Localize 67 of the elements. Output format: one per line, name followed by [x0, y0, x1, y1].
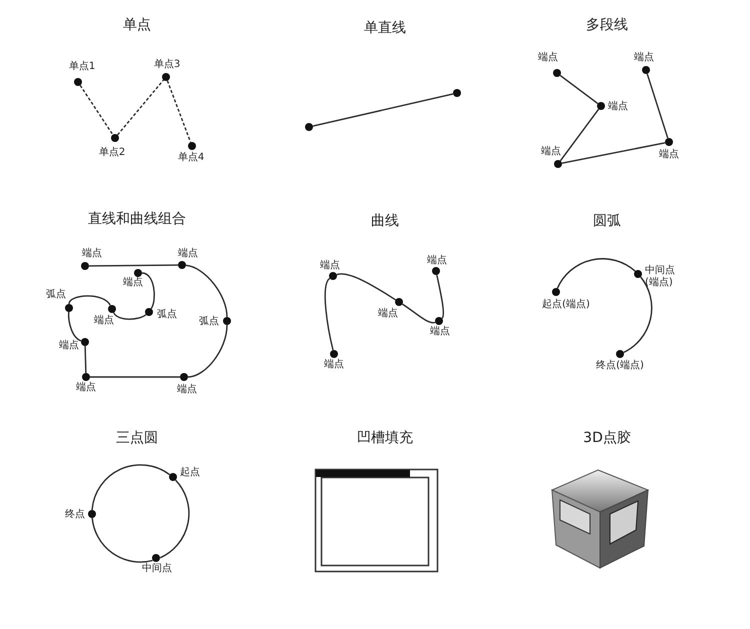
point-label: 终点 — [65, 509, 85, 521]
path-line — [556, 258, 636, 289]
path-line — [560, 108, 600, 162]
path-line — [92, 518, 153, 563]
path-line — [68, 312, 82, 342]
point-label: 端点 — [94, 315, 114, 327]
point-label: 端点 — [178, 248, 198, 260]
path-line — [91, 464, 170, 510]
dashed-path-line — [166, 80, 192, 142]
point-label: 弧点 — [157, 309, 177, 321]
point-label: 端点 — [659, 149, 679, 161]
point-label: 端点 — [82, 248, 102, 260]
panel-title: 多段线 — [586, 16, 628, 34]
panel-title: 圆弧 — [593, 212, 621, 230]
point-label: 中间点 — [142, 563, 172, 575]
dashed-path-line — [80, 84, 114, 136]
point-label: 端点 — [59, 340, 79, 352]
path-line — [402, 304, 436, 324]
path-line — [186, 264, 228, 318]
path-line — [436, 274, 444, 319]
panel-title: 曲线 — [371, 212, 399, 230]
dashed-path-line — [117, 80, 164, 136]
point-label: 端点 — [177, 384, 197, 396]
point-label: 端点 — [634, 52, 654, 64]
panel-title: 三点圆 — [116, 429, 158, 447]
path-line — [646, 74, 668, 138]
panel-title: 单点 — [123, 16, 151, 34]
point-label: 起点(端点) — [542, 299, 590, 311]
point-label: 起点 — [180, 467, 200, 479]
point-label: 单点4 — [178, 152, 204, 164]
point-label: 弧点 — [46, 289, 66, 301]
path-line — [324, 278, 334, 350]
point-label: 终点(端点) — [596, 360, 644, 372]
panel-title: 凹槽填充 — [357, 429, 413, 447]
path-line — [560, 74, 598, 104]
point-label: 单点3 — [154, 59, 180, 71]
path-line — [188, 324, 228, 378]
point-label: 端点 — [76, 382, 96, 394]
point-label: 单点2 — [98, 147, 126, 159]
path-line — [89, 264, 178, 267]
point-label: 端点 — [430, 326, 450, 338]
point-label: 端点 — [324, 359, 344, 371]
panel-title: 3D点胶 — [583, 429, 631, 447]
dot-marker — [305, 123, 313, 131]
point-label: 端点 — [378, 308, 398, 320]
path-line — [113, 312, 146, 320]
point-label: 端点 — [320, 260, 340, 272]
point-label: 端点 — [123, 277, 143, 289]
path-line — [336, 273, 396, 300]
path-line — [312, 93, 454, 127]
point-label: 单点1 — [68, 61, 96, 73]
path-line — [84, 346, 87, 374]
path-line — [90, 376, 180, 378]
point-label: 端点 — [538, 52, 558, 64]
dot-marker — [453, 89, 461, 97]
path-line — [68, 295, 111, 306]
point-label: 端点 — [608, 101, 628, 113]
path-line — [623, 276, 652, 354]
path-line — [160, 480, 190, 558]
point-label: 中间点 (端点) — [645, 265, 676, 289]
point-label: 弧点 — [199, 316, 219, 328]
path-line — [142, 272, 155, 309]
path-line — [562, 142, 666, 164]
panel-title: 单直线 — [364, 19, 406, 37]
point-label: 端点 — [427, 255, 447, 267]
point-label: 端点 — [541, 146, 561, 158]
panel-title: 直线和曲线组合 — [88, 210, 186, 228]
